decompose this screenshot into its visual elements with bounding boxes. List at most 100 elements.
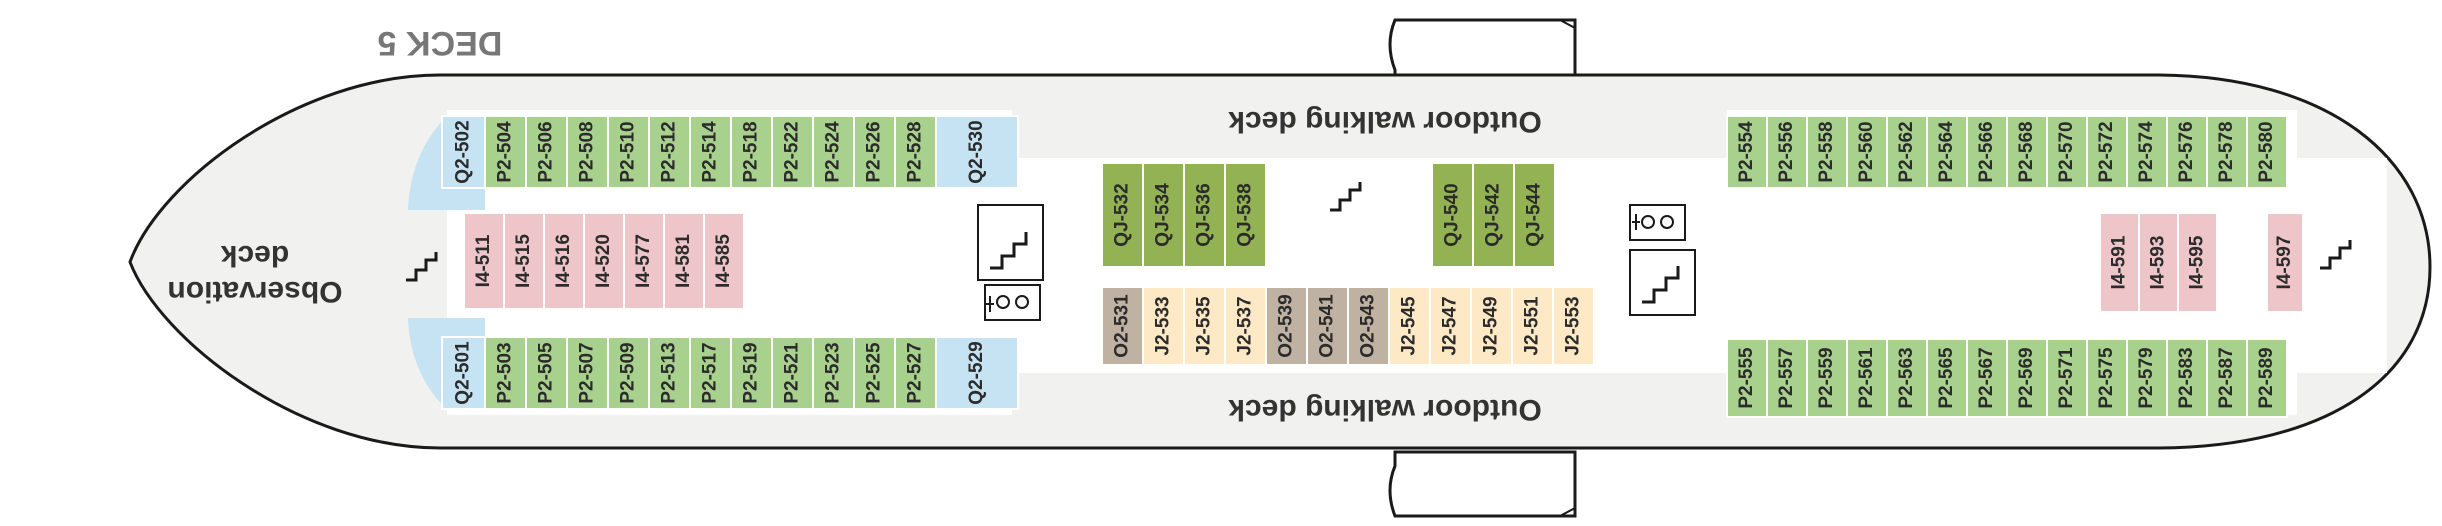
cabin-q2-529[interactable] <box>935 336 1019 410</box>
cabin-p2-510[interactable] <box>607 115 650 189</box>
cabin-j2-533[interactable] <box>1142 286 1185 366</box>
cabin-p2-514[interactable] <box>689 115 732 189</box>
cabin-label: P2-589 <box>2256 347 2277 408</box>
cabin-label: J2-545 <box>1399 296 1420 356</box>
cabin-p2-589[interactable] <box>2246 338 2288 418</box>
cabin-p2-555[interactable] <box>1726 338 1768 418</box>
cabin-label: I4-595 <box>2187 235 2208 289</box>
cabin-label: P2-580 <box>2256 121 2277 182</box>
cabin-p2-508[interactable] <box>566 115 609 189</box>
cabin-i4-593[interactable] <box>2138 212 2179 313</box>
cabin-p2-518[interactable] <box>730 115 773 189</box>
cabin-qj-540[interactable] <box>1431 162 1474 268</box>
cabin-o2-543[interactable] <box>1347 286 1390 366</box>
cabin-p2-564[interactable] <box>1926 115 1968 189</box>
cabin-label: P2-559 <box>1816 347 1837 408</box>
cabin-p2-575[interactable] <box>2086 338 2128 418</box>
walking-deck-label-bottom: Outdoor walking deck <box>1228 393 1542 426</box>
lifeboat-icon <box>1388 450 1577 518</box>
cabin-p2-574[interactable] <box>2126 115 2168 189</box>
cabin-p2-556[interactable] <box>1766 115 1808 189</box>
cabin-label: I4-577 <box>633 234 654 288</box>
cabin-q2-530[interactable] <box>935 115 1019 189</box>
cabin-p2-587[interactable] <box>2206 338 2248 418</box>
cabin-label: QJ-532 <box>1112 183 1133 246</box>
cabin-p2-557[interactable] <box>1766 338 1808 418</box>
cabin-i4-597[interactable] <box>2266 212 2304 313</box>
cabin-label: P2-526 <box>864 121 885 182</box>
cabin-label: J2-547 <box>1440 296 1461 355</box>
cabin-i4-511[interactable] <box>463 212 505 310</box>
cabin-label: O2-543 <box>1358 294 1379 357</box>
cabin-o2-539[interactable] <box>1265 286 1308 366</box>
cabin-p2-524[interactable] <box>812 115 855 189</box>
cabin-label: P2-556 <box>1776 121 1797 182</box>
cabin-p2-523[interactable] <box>812 336 855 410</box>
cabin-label: P2-568 <box>2016 121 2037 182</box>
cabin-label: P2-513 <box>659 342 680 403</box>
cabin-p2-565[interactable] <box>1926 338 1968 418</box>
cabin-label: P2-527 <box>905 342 926 403</box>
cabin-p2-570[interactable] <box>2046 115 2088 189</box>
cabin-label: P2-575 <box>2096 347 2117 409</box>
cabin-o2-531[interactable] <box>1101 286 1144 366</box>
cabin-label: QJ-540 <box>1442 183 1463 246</box>
cabin-label: P2-557 <box>1776 347 1797 408</box>
cabin-label: I4-516 <box>553 234 574 288</box>
cabin-p2-509[interactable] <box>607 336 650 410</box>
cabin-label: P2-574 <box>2136 121 2157 183</box>
cabin-label: O2-541 <box>1317 294 1338 358</box>
cabin-p2-569[interactable] <box>2006 338 2048 418</box>
cabin-i4-515[interactable] <box>503 212 545 310</box>
cabin-j2-549[interactable] <box>1470 286 1513 366</box>
cabin-q2-502[interactable] <box>441 115 486 189</box>
cabin-q2-501[interactable] <box>441 336 486 410</box>
cabin-qj-544[interactable] <box>1513 162 1556 268</box>
cabin-label: P2-528 <box>905 121 926 182</box>
cabin-label: J2-553 <box>1563 296 1584 355</box>
cabin-i4-516[interactable] <box>543 212 585 310</box>
cabin-label: QJ-538 <box>1235 183 1256 246</box>
cabin-p2-528[interactable] <box>894 115 937 189</box>
cabin-label: P2-512 <box>659 121 680 182</box>
cabin-label: P2-560 <box>1856 121 1877 182</box>
cabin-p2-580[interactable] <box>2246 115 2288 189</box>
cabin-qj-536[interactable] <box>1183 162 1226 268</box>
cabin-p2-561[interactable] <box>1846 338 1888 418</box>
cabin-label: P2-506 <box>536 121 557 182</box>
cabin-i4-520[interactable] <box>583 212 625 310</box>
cabin-p2-525[interactable] <box>853 336 896 410</box>
cabin-qj-538[interactable] <box>1224 162 1267 268</box>
cabin-p2-578[interactable] <box>2206 115 2248 189</box>
cabin-p2-506[interactable] <box>525 115 568 189</box>
cabin-qj-534[interactable] <box>1142 162 1185 268</box>
cabin-label: P2-523 <box>823 342 844 403</box>
cabin-i4-577[interactable] <box>623 212 665 310</box>
elevator-icon <box>984 284 1041 321</box>
corner-top-q2: Q2-502 <box>441 115 486 189</box>
cabin-label: P2-524 <box>823 121 844 183</box>
cabin-label: P2-555 <box>1736 347 1757 409</box>
cabin-i4-595[interactable] <box>2177 212 2218 313</box>
cabin-label: J2-537 <box>1235 296 1256 355</box>
right-i4-single: I4-597 <box>2266 212 2304 313</box>
cabin-j2-553[interactable] <box>1552 286 1595 366</box>
cabin-p2-507[interactable] <box>566 336 609 410</box>
cabin-p2-522[interactable] <box>771 115 814 189</box>
cabin-p2-554[interactable] <box>1726 115 1768 189</box>
cabin-label: I4-581 <box>673 234 694 288</box>
cabin-j2-547[interactable] <box>1429 286 1472 366</box>
cabin-p2-567[interactable] <box>1966 338 2008 418</box>
cabin-label: QJ-542 <box>1483 183 1504 246</box>
cabin-label: P2-564 <box>1936 121 1957 183</box>
cabin-i4-581[interactable] <box>663 212 705 310</box>
cabin-p2-526[interactable] <box>853 115 896 189</box>
cabin-p2-512[interactable] <box>648 115 691 189</box>
cabin-p2-572[interactable] <box>2086 115 2128 189</box>
cabin-i4-585[interactable] <box>703 212 745 310</box>
